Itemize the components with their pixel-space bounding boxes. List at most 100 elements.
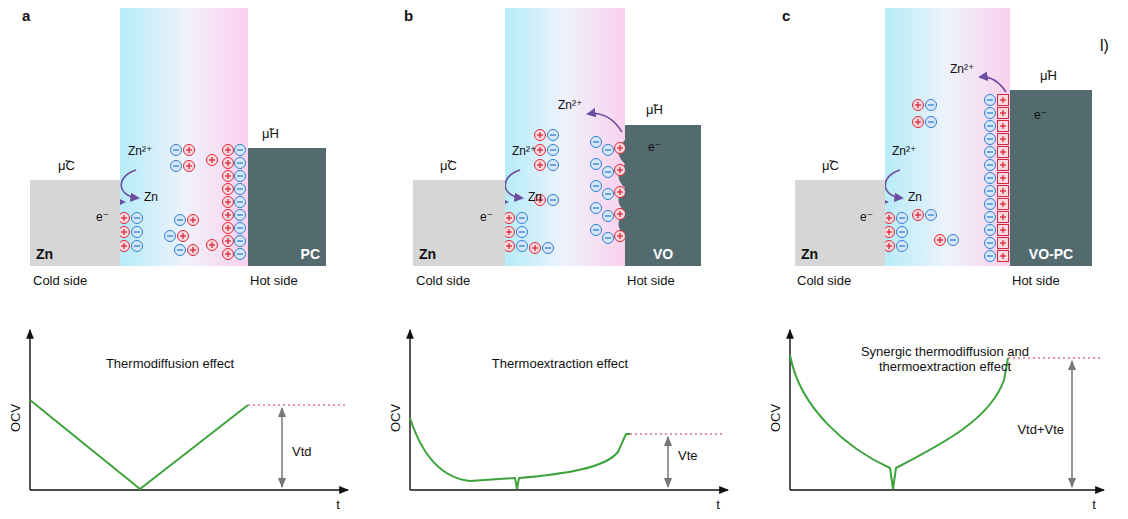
ion-symbol: [998, 108, 1009, 119]
ion-symbol: [985, 147, 996, 158]
text-label: Cold side: [33, 274, 87, 289]
ion-symbol: [223, 223, 234, 234]
ion-symbol: [548, 130, 559, 141]
text-label: OCV: [769, 404, 784, 432]
text-label: t: [1092, 498, 1096, 513]
ion-symbol: [948, 235, 959, 246]
ion-symbol: [603, 233, 614, 244]
ion-symbol: [171, 145, 182, 156]
text-label: Zn²⁺: [950, 63, 974, 77]
ion-symbol: [998, 212, 1009, 223]
ion-symbol: [591, 159, 602, 170]
electrode-name: VO-PC: [1029, 246, 1073, 262]
ion-symbol: [207, 155, 218, 166]
ion-symbol: [985, 108, 996, 119]
ocv-curve: [30, 355, 1008, 489]
ion-symbol: [175, 215, 186, 226]
ion-symbol: [504, 213, 515, 224]
text-label: Vtd: [292, 445, 312, 460]
ion-symbol: [119, 227, 130, 238]
ion-symbol: [188, 215, 199, 226]
ion-symbol: [235, 158, 246, 169]
ion-symbol: [188, 245, 199, 256]
ion-symbol: [985, 251, 996, 262]
ion-symbol: [998, 225, 1009, 236]
ion-symbol: [223, 249, 234, 260]
ion-symbol: [175, 245, 186, 256]
ion-symbol: [985, 186, 996, 197]
ion-symbol: [985, 212, 996, 223]
ion-symbol: [897, 241, 908, 252]
cathode-electrode: PC: [248, 148, 326, 266]
text-label: Vtd+Vte: [1017, 423, 1064, 438]
text-label: Zn: [908, 191, 922, 205]
ion-symbol: [535, 160, 546, 171]
ion-symbol: [235, 249, 246, 260]
text-label: Synergic thermodiffusion and thermoextra…: [830, 345, 1060, 375]
text-label: μ̃H: [262, 127, 279, 142]
ion-symbol: [998, 134, 1009, 145]
ion-symbol: [235, 145, 246, 156]
cathode-electrode: VO: [625, 125, 701, 266]
ion-symbol: [926, 210, 937, 221]
text-label: t: [716, 498, 720, 513]
cathode-electrode: VO-PC: [1010, 90, 1092, 266]
electrode-name: Zn: [36, 246, 53, 262]
ion-symbol: [517, 213, 528, 224]
text-label: OCV: [9, 404, 24, 432]
ion-symbol: [615, 209, 626, 220]
text-label: Vte: [678, 449, 698, 464]
ion-symbol: [897, 227, 908, 238]
ion-symbol: [913, 100, 924, 111]
ion-symbol: [897, 213, 908, 224]
ion-symbol: [517, 227, 528, 238]
text-label: μ̃H: [646, 103, 663, 118]
ion-symbol: [535, 130, 546, 141]
ion-symbol: [235, 184, 246, 195]
ion-symbol: [615, 187, 626, 198]
text-label: Hot side: [250, 274, 298, 289]
ion-symbol: [171, 161, 182, 172]
ion-symbol: [935, 235, 946, 246]
electrode-name: VO: [653, 246, 673, 262]
text-label: e⁻: [96, 211, 109, 225]
ion-symbol: [998, 173, 1009, 184]
ion-symbol: [603, 211, 614, 222]
text-label: Hot side: [627, 274, 675, 289]
text-label: μ̃H: [1040, 69, 1057, 84]
ion-symbol: [591, 137, 602, 148]
ion-symbol: [985, 134, 996, 145]
text-label: e⁻: [480, 211, 493, 225]
ion-symbol: [165, 231, 176, 242]
ion-symbol: [119, 241, 130, 252]
ion-symbol: [985, 199, 996, 210]
ion-symbol: [548, 145, 559, 156]
ion-symbol: [985, 225, 996, 236]
ion-symbol: [926, 100, 937, 111]
ion-symbol: [603, 189, 614, 200]
text-label: Zn²⁺: [892, 145, 916, 159]
ion-symbol: [591, 225, 602, 236]
ion-symbol: [223, 197, 234, 208]
ion-symbol: [615, 143, 626, 154]
text-label: Zn: [144, 191, 158, 205]
voltage-arrow: [282, 361, 1072, 487]
ion-symbol: [132, 241, 143, 252]
ion-symbol: [998, 238, 1009, 249]
ion-symbol: [132, 227, 143, 238]
ion-symbol: [998, 251, 1009, 262]
ion-symbol: [235, 236, 246, 247]
ion-symbol: [884, 213, 895, 224]
ion-symbol: [235, 223, 246, 234]
ion-symbol: [517, 241, 528, 252]
ion-symbol: [223, 184, 234, 195]
ion-symbol: [985, 95, 996, 106]
ion-symbol: [132, 213, 143, 224]
ion-symbol: [615, 165, 626, 176]
text-label: l): [1100, 37, 1109, 55]
text-label: Cold side: [797, 274, 851, 289]
ion-symbol: [235, 210, 246, 221]
axes: [30, 330, 1104, 490]
ion-symbol: [184, 161, 195, 172]
